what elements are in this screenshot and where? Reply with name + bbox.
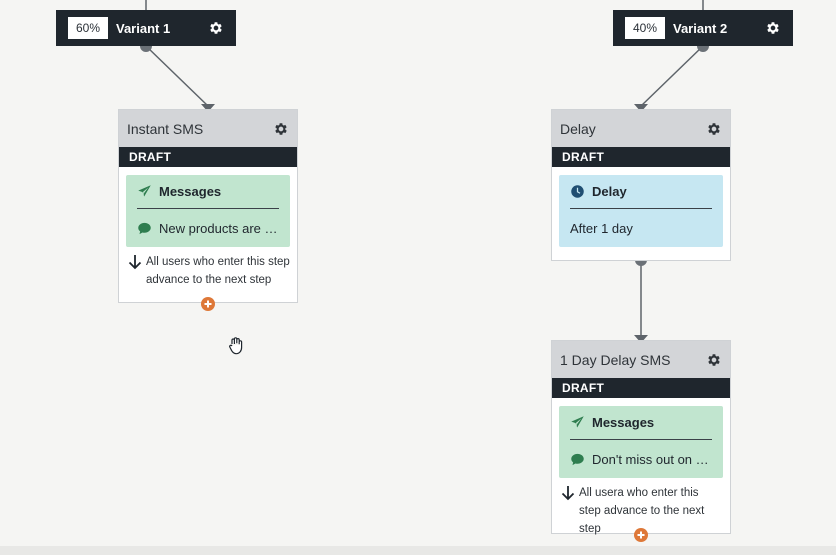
- status-badge: DRAFT: [119, 147, 297, 167]
- step-card-delay[interactable]: Delay DRAFT Delay After 1 day: [551, 109, 731, 261]
- paper-plane-icon: [138, 185, 151, 197]
- panel-heading: Messages: [159, 184, 222, 199]
- variant-name: Variant 1: [116, 20, 171, 36]
- arrow-down-icon: [128, 255, 142, 270]
- gear-icon[interactable]: [706, 121, 722, 137]
- advance-rule: All users who enter this step advance to…: [126, 253, 290, 289]
- panel-heading: Delay: [592, 184, 627, 199]
- plus-circle-icon: [204, 300, 212, 308]
- messages-panel[interactable]: Messages Don't miss out on th...: [559, 406, 723, 478]
- variant-percent[interactable]: 40%: [625, 17, 665, 39]
- gear-icon[interactable]: [208, 20, 224, 36]
- variant-header-2[interactable]: 40% Variant 2: [613, 10, 793, 46]
- variant-header-1[interactable]: 60% Variant 1: [56, 10, 236, 46]
- variant-percent[interactable]: 60%: [68, 17, 108, 39]
- step-title: Delay: [560, 120, 596, 137]
- step-card-instant-sms[interactable]: Instant SMS DRAFT Messages New products: [118, 109, 298, 303]
- panel-detail: After 1 day: [570, 220, 633, 236]
- step-title: Instant SMS: [127, 120, 204, 137]
- advance-rule: All usera who enter this step advance to…: [559, 484, 723, 538]
- paper-plane-icon: [571, 416, 584, 428]
- gear-icon[interactable]: [706, 352, 722, 368]
- arrow-down-icon: [561, 486, 575, 501]
- step-card-header[interactable]: 1 Day Delay SMS: [552, 341, 730, 378]
- step-card-header[interactable]: Instant SMS: [119, 110, 297, 147]
- status-badge: DRAFT: [552, 147, 730, 167]
- messages-panel[interactable]: Messages New products are h...: [126, 175, 290, 247]
- canvas-bottom-edge: [0, 546, 836, 555]
- clock-icon: [571, 185, 584, 198]
- panel-detail: New products are h...: [159, 220, 279, 236]
- add-step-button[interactable]: [634, 528, 648, 542]
- step-card-header[interactable]: Delay: [552, 110, 730, 147]
- panel-heading: Messages: [592, 415, 655, 430]
- delay-panel[interactable]: Delay After 1 day: [559, 175, 723, 247]
- gear-icon[interactable]: [765, 20, 781, 36]
- connector-arrowhead: [201, 104, 215, 112]
- advance-text: All usera who enter this step advance to…: [579, 487, 705, 535]
- step-card-1-day-delay-sms[interactable]: 1 Day Delay SMS DRAFT Messages Don't mi: [551, 340, 731, 535]
- speech-bubble-icon: [138, 222, 151, 234]
- connector-line: [145, 45, 209, 107]
- plus-circle-icon: [637, 531, 645, 539]
- status-badge: DRAFT: [552, 378, 730, 398]
- add-step-button[interactable]: [201, 297, 215, 311]
- variant-name: Variant 2: [673, 20, 728, 36]
- connector-arrowhead: [634, 104, 648, 112]
- connector-line: [640, 45, 704, 107]
- hand-cursor-icon: [229, 337, 243, 355]
- advance-text: All users who enter this step advance to…: [146, 256, 290, 286]
- step-title: 1 Day Delay SMS: [560, 351, 671, 368]
- speech-bubble-icon: [571, 453, 584, 465]
- gear-icon[interactable]: [273, 121, 289, 137]
- panel-detail: Don't miss out on th...: [592, 451, 712, 467]
- connector-arrowhead: [634, 335, 648, 343]
